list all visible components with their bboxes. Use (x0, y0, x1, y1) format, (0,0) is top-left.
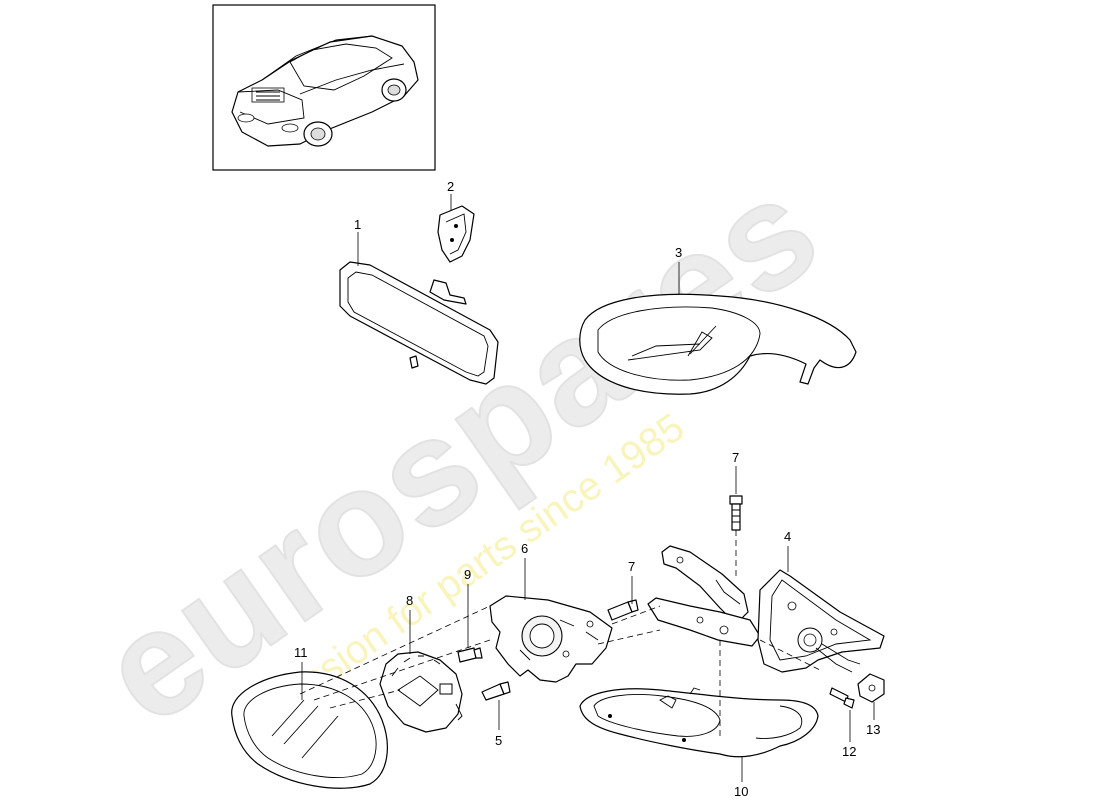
part-1-interior-mirror (339, 261, 499, 385)
part-10-lower-cover (579, 687, 819, 758)
callout-5: 5 (495, 733, 502, 748)
part-2-clip-cover (437, 205, 475, 263)
callout-13: 13 (866, 722, 880, 737)
callout-9: 9 (464, 567, 471, 582)
part-3-trim-ring (579, 293, 857, 395)
part-13-grommet (857, 673, 885, 703)
part-6-housing-frame (489, 595, 613, 683)
car-thumbnail (212, 4, 436, 171)
callout-1: 1 (354, 217, 361, 232)
callout-labels: 1 2 3 4 5 6 7 7 8 9 10 11 12 13 (294, 179, 880, 799)
leader-lines (301, 194, 875, 782)
part-9-screw (457, 647, 483, 663)
bracket-arm (647, 545, 761, 647)
assembly-lines (299, 530, 821, 738)
part-7-screw-top (729, 495, 743, 531)
callout-11: 11 (294, 645, 308, 660)
part-7-screw-middle (607, 599, 639, 621)
car-illustration (231, 35, 419, 147)
part-5-screw (481, 681, 511, 701)
callout-10: 10 (734, 784, 748, 799)
callout-4: 4 (784, 529, 791, 544)
callout-6: 6 (521, 541, 528, 556)
callout-12: 12 (842, 744, 856, 759)
part-4-mirror-base (757, 569, 885, 673)
callout-3: 3 (675, 245, 682, 260)
part-11-mirror-glass (231, 671, 388, 789)
callout-7-middle: 7 (628, 559, 635, 574)
callout-7-top: 7 (732, 450, 739, 465)
callout-2: 2 (447, 179, 454, 194)
part-12-screw (829, 687, 855, 709)
callout-8: 8 (406, 593, 413, 608)
